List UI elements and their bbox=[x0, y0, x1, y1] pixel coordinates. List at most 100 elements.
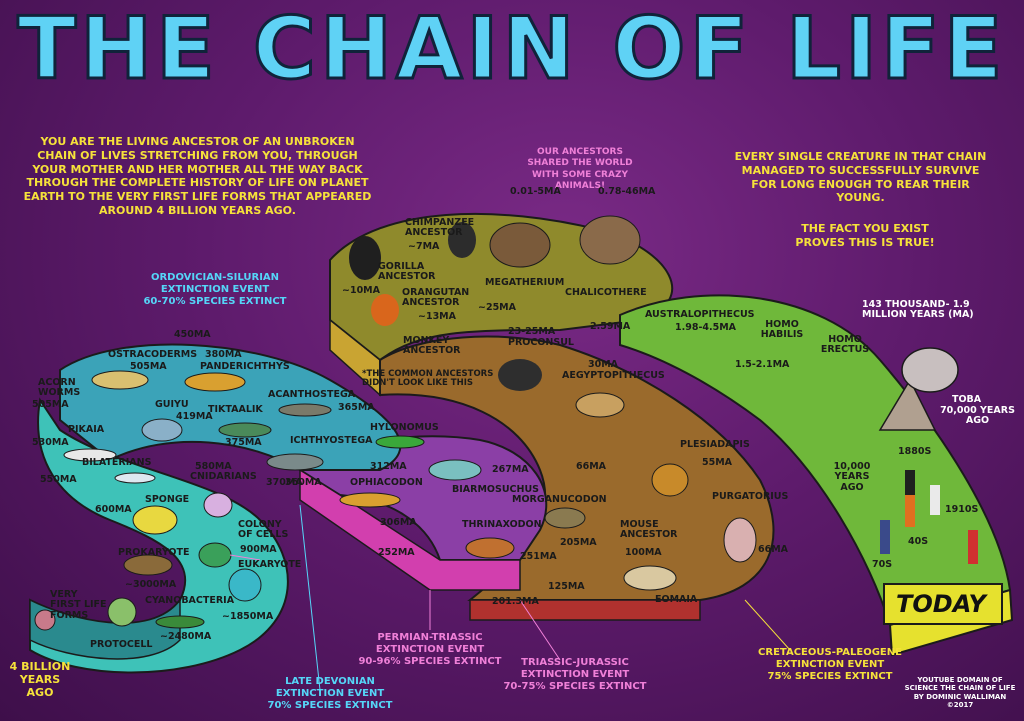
aegyptopithecus-icon bbox=[575, 392, 625, 418]
megatherium-time: 0.01-5Ma bbox=[510, 186, 561, 197]
gorilla-label: GORILLA ANCESTOR bbox=[378, 261, 436, 283]
proconsul-icon bbox=[498, 359, 542, 391]
thrinaxodon-icon bbox=[465, 537, 515, 559]
sponge-icon bbox=[132, 505, 178, 535]
cnidarians-label: CNIDARIANS bbox=[190, 471, 257, 482]
eomaia-label: EOMAIA bbox=[655, 594, 698, 605]
orangutan-time: ~13Ma bbox=[418, 311, 456, 322]
ophiacodon-icon bbox=[339, 492, 401, 508]
habilis-time: 1.5-2.1Ma bbox=[735, 359, 790, 370]
megatherium-icon bbox=[489, 222, 551, 268]
plesiadapis-icon bbox=[651, 463, 689, 497]
plesiadapis-time: 55Ma bbox=[702, 457, 733, 468]
cyano-time: ~2480Ma bbox=[160, 631, 212, 642]
band-early-life bbox=[29, 397, 289, 674]
prokaryote-label: PROKARYOTE bbox=[118, 547, 190, 558]
panderichthys-icon bbox=[184, 372, 246, 392]
monkey-time: ~25Ma bbox=[478, 302, 516, 313]
tiktaalik-icon bbox=[218, 422, 272, 438]
10ka-label: 10,000 YEARS AGO bbox=[833, 461, 871, 493]
erectus-time: 143 THOUSAND- 1.9 MILLION YEARS (Ma) bbox=[862, 299, 974, 321]
common-ancestors-note: *THE COMMON ANCESTORS DIDN'T LOOK LIKE T… bbox=[362, 369, 494, 389]
purgatorius-time: 66Ma bbox=[758, 544, 789, 555]
band-mammals bbox=[379, 335, 775, 601]
human-1910s-icon bbox=[930, 485, 940, 515]
ophiacodon-label: OPHIACODON bbox=[350, 477, 423, 488]
tiktaalik-time: 375Ma bbox=[225, 437, 262, 448]
eomaia-time: 125Ma bbox=[548, 581, 585, 592]
morganucodon-label: MORGANUCODON bbox=[512, 494, 607, 505]
hylonomus-label: HYLONOMUS bbox=[370, 422, 439, 433]
chalicothere-label: CHALICOTHERE bbox=[565, 287, 647, 298]
aegypto-label: AEGYPTOPITHECUS bbox=[562, 370, 665, 381]
time-252ma: 252Ma bbox=[378, 547, 415, 558]
prokaryote-icon bbox=[123, 554, 173, 576]
chimp-time: ~7Ma bbox=[408, 241, 440, 252]
morganucodon-time: 205Ma bbox=[560, 537, 597, 548]
protocell-label: PROTOCELL bbox=[90, 639, 153, 650]
cyano-label: CYANOBACTERIA bbox=[145, 595, 235, 606]
australopithecus-time: 1.98-4.5Ma bbox=[675, 322, 737, 333]
first-life-label: VERY FIRST LIFE FORMS bbox=[50, 589, 107, 621]
gorilla-icon bbox=[349, 236, 381, 280]
human-1880s-icon bbox=[905, 470, 915, 500]
thrinaxodon-label: THRINAXODON bbox=[462, 519, 542, 530]
hylonomus-time: 312Ma bbox=[370, 461, 407, 472]
panderichthys-time: 380Ma bbox=[205, 349, 242, 360]
chalicothere-icon bbox=[579, 215, 641, 265]
pikaia-label: PIKAIA bbox=[68, 424, 105, 435]
guiyu-icon bbox=[141, 418, 183, 442]
orangutan-icon bbox=[371, 294, 399, 326]
page-title: THE CHAIN OF LIFE bbox=[16, 0, 1007, 99]
time-66ma: 66Ma bbox=[576, 461, 607, 472]
protocell-icon bbox=[107, 597, 137, 627]
acanthostega-icon bbox=[278, 403, 332, 417]
ostracoderms-label: OSTRACODERMS bbox=[108, 349, 198, 360]
pikaia-icon bbox=[63, 448, 117, 462]
hylonomus-icon bbox=[375, 435, 425, 449]
biarmosuchus-label: BIARMOSUCHUS bbox=[452, 484, 540, 495]
toba-time: 70,000 YEARS AGO bbox=[940, 405, 1015, 427]
human-modern-icon bbox=[968, 530, 978, 564]
band-mammals-edge bbox=[469, 599, 701, 621]
mouse-label: MOUSE ANCESTOR bbox=[620, 519, 678, 541]
40s-label: 40s bbox=[908, 536, 929, 547]
acorn-label: ACORN WORMS bbox=[38, 377, 81, 399]
orangutan-label: ORANGUTAN ANCESTOR bbox=[402, 287, 470, 309]
human-40s-icon bbox=[905, 495, 915, 527]
chimp-label: CHIMPANZEE ANCESTOR bbox=[405, 217, 475, 239]
gorilla-time: ~10Ma bbox=[342, 285, 380, 296]
bilaterians-label: BILATERIANS bbox=[82, 457, 152, 468]
start-label: 4 BILLION YEARS AGO bbox=[9, 660, 71, 700]
erectus-label: HOMO ERECTUS bbox=[820, 334, 870, 356]
1910s-label: 1910s bbox=[945, 504, 979, 515]
acanthostega-label: ACANTHOSTEGA bbox=[268, 389, 356, 400]
tiktaalik-label: TIKTAALIK bbox=[208, 404, 263, 415]
proconsul-time: 23-25Ma bbox=[508, 326, 556, 337]
time-2-59ma: 2.59Ma bbox=[590, 321, 631, 332]
ichthyostega-time: 360Ma bbox=[285, 477, 322, 488]
proconsul-label: PROCONSUL bbox=[508, 337, 574, 348]
time-450ma: 450Ma bbox=[174, 329, 211, 340]
guiyu-label: GUIYU bbox=[155, 399, 189, 410]
aegypto-time: 30Ma bbox=[588, 359, 619, 370]
time-201ma: 201.3Ma bbox=[492, 596, 539, 607]
morganucodon-icon bbox=[544, 507, 586, 529]
eukaryote-time: ~1850Ma bbox=[222, 611, 274, 622]
bilaterian-icon bbox=[114, 472, 156, 484]
70s-label: 70s bbox=[872, 559, 893, 570]
colony-time: 900Ma bbox=[240, 544, 277, 555]
biarmosuchus-time: 267Ma bbox=[492, 464, 529, 475]
colony-label: COLONY OF CELLS bbox=[238, 519, 289, 541]
today-plaque bbox=[883, 583, 1003, 625]
cyanobacteria-icon bbox=[155, 615, 205, 629]
sponge-time: 600Ma bbox=[95, 504, 132, 515]
eukaryote-label: EUKARYOTE bbox=[238, 559, 302, 570]
ichthyostega-icon bbox=[266, 453, 324, 471]
band-humans bbox=[619, 294, 1012, 627]
monkey-label: MONKEY ANCESTOR bbox=[403, 335, 461, 357]
